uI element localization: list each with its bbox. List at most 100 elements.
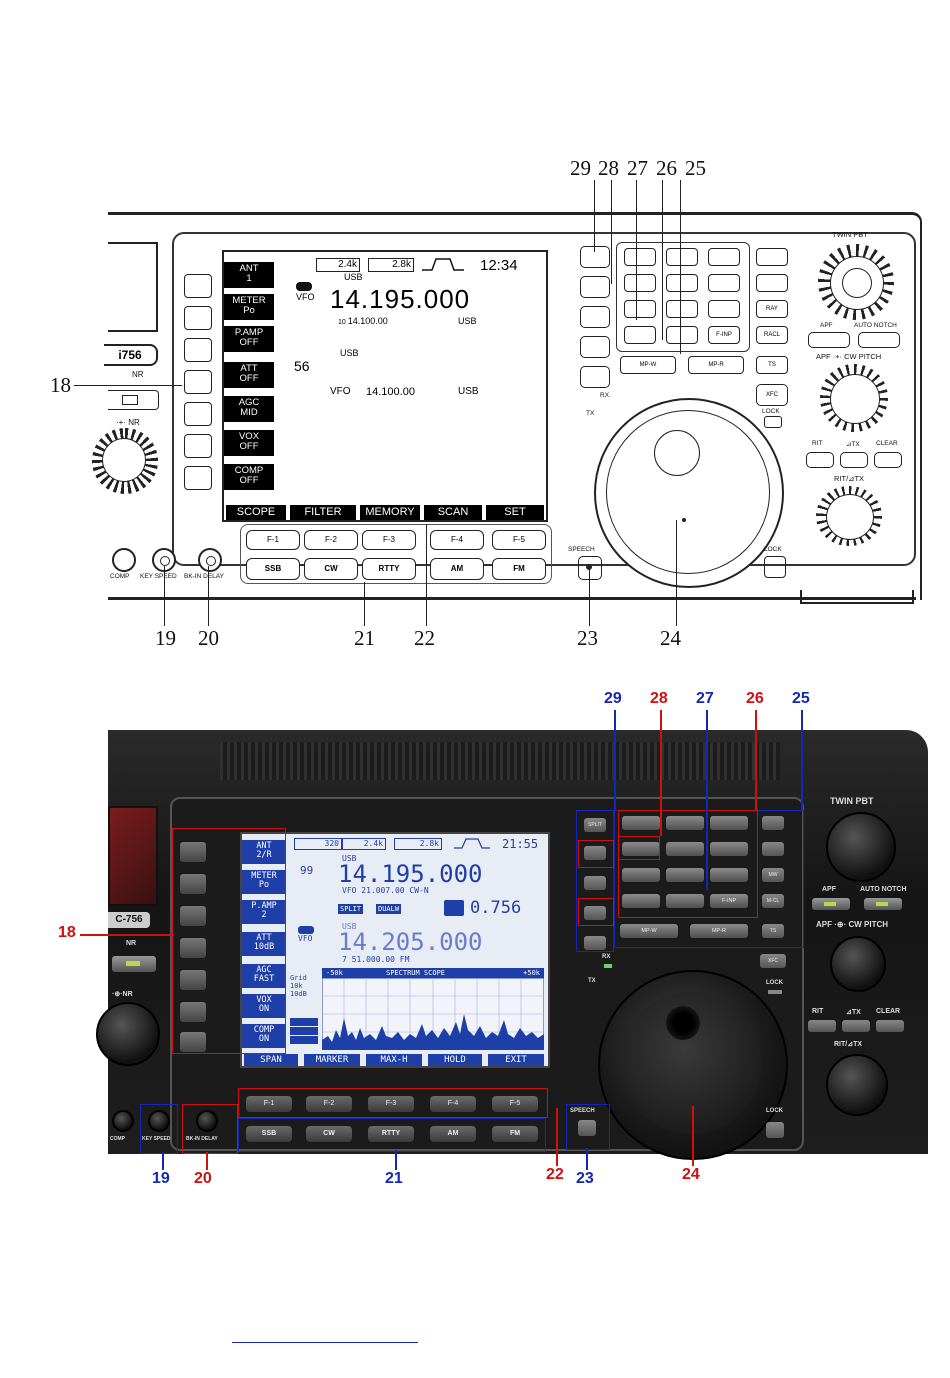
dualwatch-button[interactable] [584,846,606,860]
fm-button[interactable]: FM [492,558,546,580]
fm-button[interactable]: FM [492,1126,538,1142]
split-button[interactable]: SPLIT [584,818,606,832]
keypad-button[interactable] [762,842,784,856]
keypad-button[interactable] [708,248,740,266]
keypad-button[interactable] [762,816,784,830]
keypad-button[interactable] [666,868,704,882]
cw-button[interactable]: CW [304,558,358,580]
rtty-button[interactable]: RTTY [362,558,416,580]
f1-button[interactable]: F-1 [246,530,300,550]
rit-button[interactable] [806,452,834,468]
keypad-button[interactable] [710,868,748,882]
keypad-button[interactable] [622,894,660,908]
auto-notch-button[interactable] [864,898,902,910]
side-button[interactable] [184,338,212,362]
comp-knob[interactable] [112,548,136,572]
f3-button[interactable]: F-3 [368,1096,414,1112]
side-button[interactable] [184,370,212,394]
rit-dtx-knob[interactable] [826,1054,888,1116]
xfc-button[interactable]: XFC [756,384,788,406]
nr-button[interactable] [112,956,156,972]
keypad-button[interactable] [666,326,698,344]
change-button[interactable] [584,876,606,890]
speech-button[interactable] [578,1120,596,1136]
ssb-button[interactable]: SSB [246,558,300,580]
apf-cw-pitch-knob[interactable] [820,364,888,432]
split-button[interactable] [580,246,610,268]
am-button[interactable]: AM [430,558,484,580]
keypad-button[interactable] [666,894,704,908]
key-speed-knob[interactable] [148,1110,170,1132]
vfo-memo-button[interactable] [580,336,610,358]
keypad-button[interactable] [666,300,698,318]
am-button[interactable]: AM [430,1126,476,1142]
mw-button[interactable]: MW [762,868,784,882]
dualwatch-button[interactable] [580,276,610,298]
ray-button[interactable]: RAY [756,300,788,318]
keypad-button[interactable] [708,300,740,318]
keypad-button[interactable] [666,842,704,856]
rit-button[interactable] [808,1020,836,1032]
mp-w-button[interactable]: MP-W [620,356,676,374]
ts-button[interactable]: TS [762,924,784,938]
m-cl-button[interactable]: M-CL [762,894,784,908]
side-button[interactable] [180,1032,206,1052]
main-sub-button[interactable] [584,936,606,950]
ssb-button[interactable]: SSB [246,1126,292,1142]
mp-r-button[interactable]: MP-R [690,924,748,938]
keypad-button[interactable] [710,816,748,830]
keypad-button[interactable] [666,274,698,292]
f3-button[interactable]: F-3 [362,530,416,550]
change-button[interactable] [580,306,610,328]
apf-cw-pitch-knob[interactable] [830,936,886,992]
dtx-button[interactable] [840,452,868,468]
auto-notch-button[interactable] [858,332,900,348]
side-button[interactable] [180,938,206,958]
keypad-button[interactable] [666,816,704,830]
rit-dtx-knob[interactable] [816,486,882,546]
keypad-button[interactable] [622,816,660,830]
clear-button[interactable] [876,1020,904,1032]
twin-pbt-knob[interactable] [818,244,894,320]
footer-link-underline[interactable] [232,1342,418,1343]
comp-knob[interactable] [112,1110,134,1132]
f2-button[interactable]: F-2 [306,1096,352,1112]
dtx-button[interactable] [842,1020,870,1032]
f-inp-button[interactable]: F-INP [710,894,748,908]
keypad-button[interactable] [624,300,656,318]
f2-button[interactable]: F-2 [304,530,358,550]
rtty-button[interactable]: RTTY [368,1126,414,1142]
side-button[interactable] [180,1002,206,1022]
f5-button[interactable]: F-5 [492,530,546,550]
f4-button[interactable]: F-4 [430,1096,476,1112]
keypad-button[interactable] [624,274,656,292]
keypad-button[interactable] [622,842,660,856]
main-dial[interactable] [594,398,784,588]
side-button[interactable] [184,274,212,298]
keypad-button[interactable] [666,248,698,266]
side-button[interactable] [184,306,212,330]
keypad-button[interactable] [756,248,788,266]
side-button[interactable] [184,434,212,458]
apf-button[interactable] [808,332,850,348]
keypad-button[interactable] [710,842,748,856]
side-button[interactable] [180,906,206,926]
bkin-delay-knob[interactable] [196,1110,218,1132]
f5-button[interactable]: F-5 [492,1096,538,1112]
xfc-button[interactable]: XFC [760,954,786,968]
keypad-button[interactable] [756,274,788,292]
twin-pbt-knob[interactable] [826,812,896,882]
keypad-button[interactable] [624,248,656,266]
ts-button[interactable]: TS [756,356,788,374]
keypad-button[interactable] [624,326,656,344]
side-button[interactable] [180,874,206,894]
side-button[interactable] [180,842,206,862]
nr-knob[interactable] [96,1002,160,1066]
nr-knob[interactable] [92,428,158,494]
keypad-button[interactable] [622,868,660,882]
vfo-memo-button[interactable] [584,906,606,920]
clear-button[interactable] [874,452,902,468]
side-button[interactable] [180,970,206,990]
lock-button[interactable] [764,556,786,578]
f1-button[interactable]: F-1 [246,1096,292,1112]
